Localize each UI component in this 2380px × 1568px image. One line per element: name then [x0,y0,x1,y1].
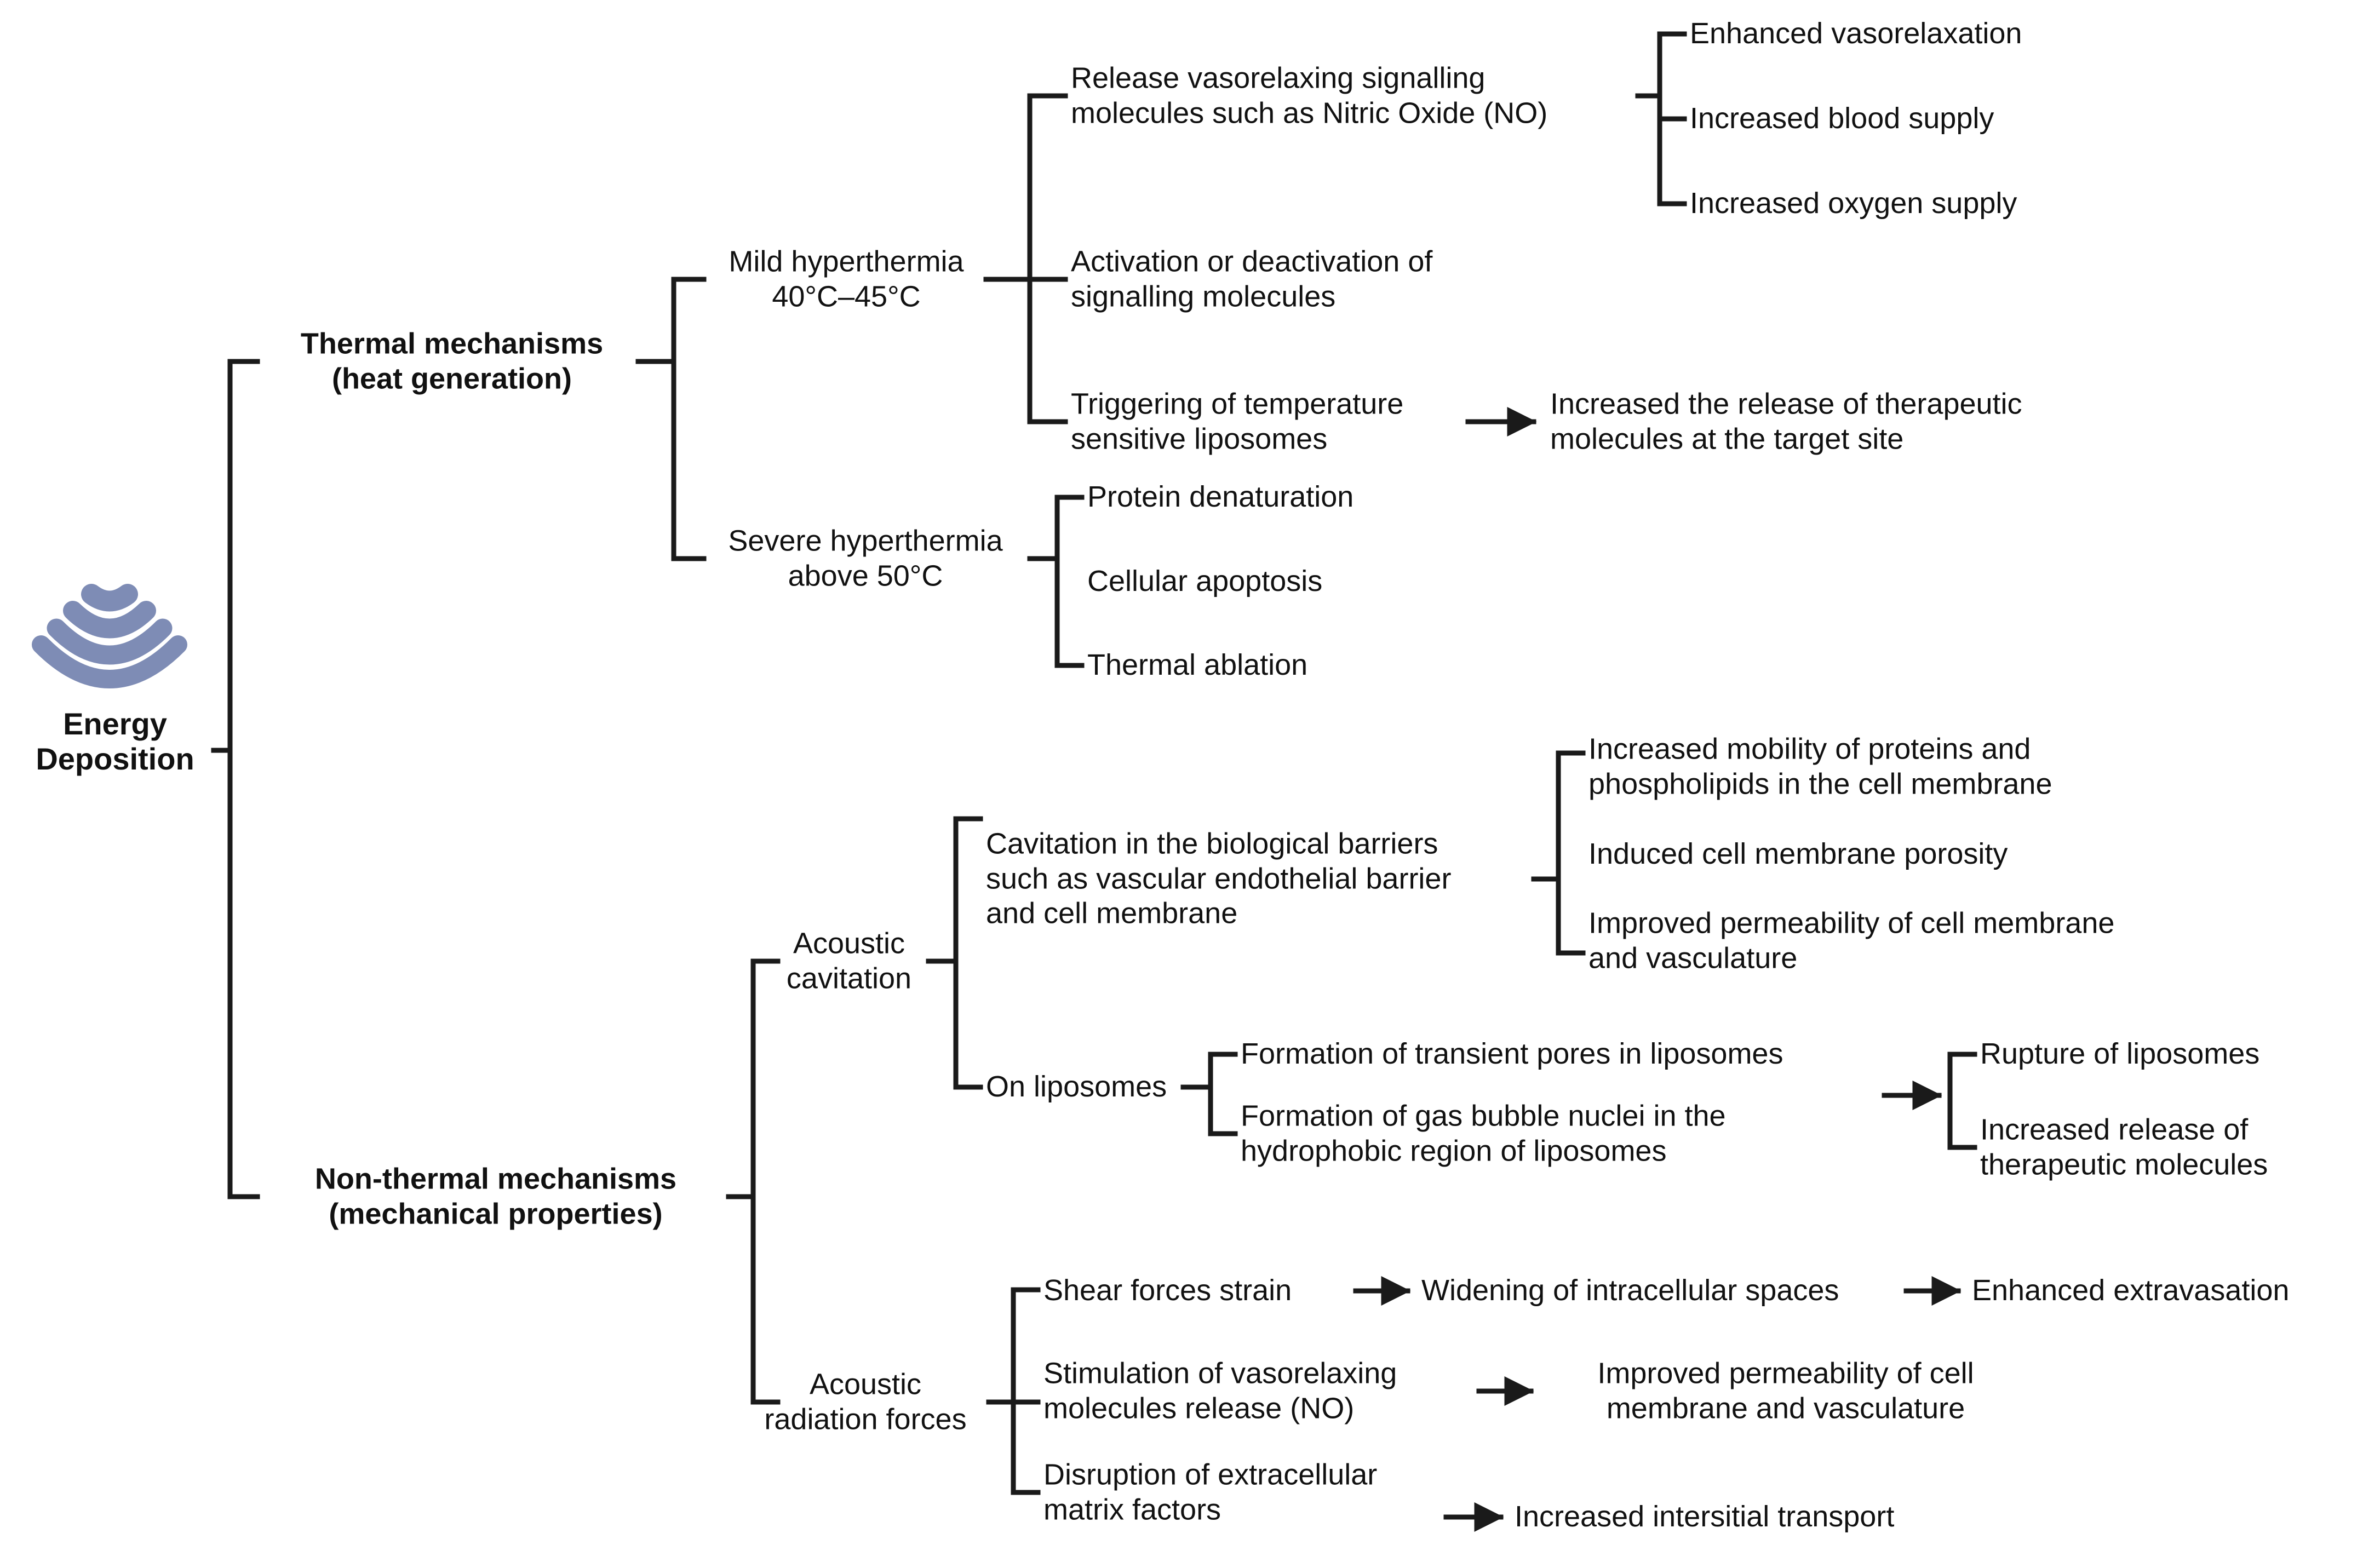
node-increased-mobility-proteins[interactable]: Increased mobility of proteins and phosp… [1588,732,2052,800]
node-mild-hyperthermia[interactable]: Mild hyperthermia 40°C–45°C [729,245,964,313]
node-increased-blood-supply[interactable]: Increased blood supply [1690,102,1994,135]
root-label: Energy Deposition [36,707,194,777]
node-improved-permeability-membrane[interactable]: Improved permeability of cell membrane a… [1597,1357,1974,1425]
node-increased-release-target-site[interactable]: Increased the release of therapeutic mol… [1550,387,2022,455]
node-enhanced-extravasation[interactable]: Enhanced extravasation [1972,1274,2290,1307]
node-nonthermal-mechanisms[interactable]: Non-thermal mechanisms (mechanical prope… [314,1162,677,1230]
node-cellular-apoptosis[interactable]: Cellular apoptosis [1087,565,1323,598]
node-protein-denaturation[interactable]: Protein denaturation [1087,480,1354,514]
node-transient-pores-liposomes[interactable]: Formation of transient pores in liposome… [1241,1037,1783,1071]
node-cavitation-biological-barriers[interactable]: Cavitation in the biological barriers su… [986,827,1452,930]
node-activation-deactivation[interactable]: Activation or deactivation of signalling… [1071,245,1433,313]
node-acoustic-radiation-forces[interactable]: Acoustic radiation forces [764,1368,967,1435]
node-stimulation-vasorelaxing-no[interactable]: Stimulation of vasorelaxing molecules re… [1043,1357,1397,1425]
node-triggering-liposomes[interactable]: Triggering of temperature sensitive lipo… [1071,387,1404,455]
node-acoustic-cavitation[interactable]: Acoustic cavitation [786,927,912,995]
node-rupture-of-liposomes[interactable]: Rupture of liposomes [1980,1037,2260,1071]
node-shear-forces-strain[interactable]: Shear forces strain [1043,1274,1292,1307]
node-improved-permeability-vasculature[interactable]: Improved permeability of cell membrane a… [1588,906,2115,974]
node-thermal-mechanisms[interactable]: Thermal mechanisms (heat generation) [300,327,604,395]
node-increased-release-therapeutic[interactable]: Increased release of therapeutic molecul… [1980,1113,2268,1181]
ultrasound-waves-icon [32,584,187,688]
node-increased-intersitial-transport[interactable]: Increased intersitial transport [1515,1500,1895,1533]
node-on-liposomes[interactable]: On liposomes [986,1070,1167,1104]
node-disruption-extracellular-matrix[interactable]: Disruption of extracellular matrix facto… [1043,1458,1378,1526]
node-increased-oxygen-supply[interactable]: Increased oxygen supply [1690,187,2017,220]
node-release-vasorelaxing[interactable]: Release vasorelaxing signalling molecule… [1071,61,1548,129]
node-severe-hyperthermia[interactable]: Severe hyperthermia above 50°C [728,524,1003,592]
node-widening-intracellular-spaces[interactable]: Widening of intracellular spaces [1421,1274,1839,1307]
node-enhanced-vasorelaxation[interactable]: Enhanced vasorelaxation [1690,17,2022,50]
node-induced-membrane-porosity[interactable]: Induced cell membrane porosity [1588,837,2008,871]
node-thermal-ablation[interactable]: Thermal ablation [1087,648,1308,682]
node-gas-bubble-nuclei[interactable]: Formation of gas bubble nuclei in the hy… [1241,1099,1726,1167]
